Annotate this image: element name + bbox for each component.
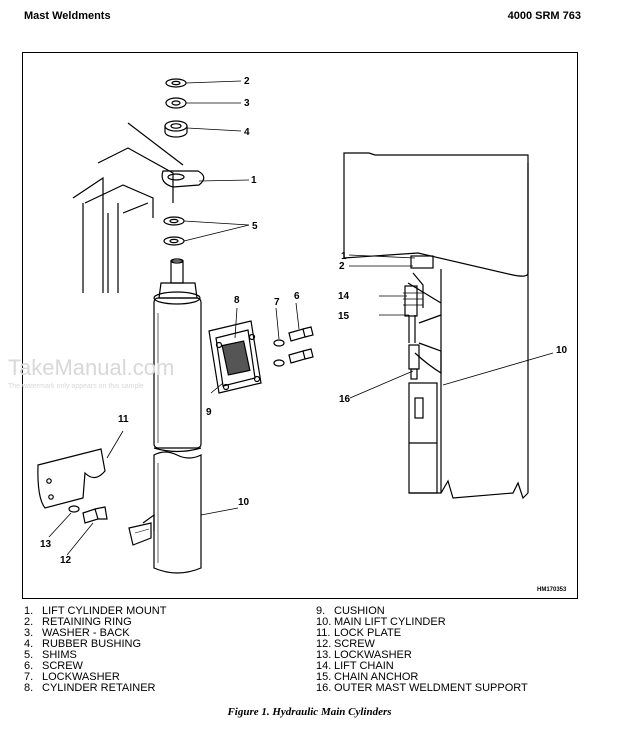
legend-number: 2.	[24, 616, 34, 628]
exploded-view-drawing: 2 3 4 1 5 8 7 6 9 11 10 13 12 1 2 14 15 …	[37, 76, 568, 593]
svg-text:1: 1	[251, 175, 257, 186]
legend-row: 15.CHAIN ANCHOR	[316, 672, 528, 683]
legend-row: 7. LOCKWASHER	[24, 672, 166, 683]
legend-label: WASHER - BACK	[42, 627, 130, 639]
legend-row: 6. SCREW	[24, 661, 166, 672]
legend-label: LIFT CYLINDER MOUNT	[42, 605, 167, 617]
legend-label: MAIN LIFT CYLINDER	[334, 616, 446, 628]
svg-text:3: 3	[244, 98, 250, 109]
legend-row: 14.LIFT CHAIN	[316, 661, 528, 672]
svg-text:2: 2	[339, 261, 345, 272]
legend-number: 10.	[316, 616, 332, 628]
legend-number: 9.	[316, 605, 326, 617]
svg-text:10: 10	[556, 345, 568, 356]
svg-text:9: 9	[206, 407, 212, 418]
legend-label: RUBBER BUSHING	[42, 638, 142, 650]
legend-row: 3. WASHER - BACK	[24, 628, 166, 639]
watermark-note: The watermark only appears on this sampl…	[8, 383, 144, 390]
legend-row: 12.SCREW	[316, 639, 528, 650]
legend-label: SCREW	[334, 638, 375, 650]
svg-text:15: 15	[338, 311, 350, 322]
legend-label: OUTER MAST WELDMENT SUPPORT	[334, 682, 528, 694]
watermark: TakeManual.com The watermark only appear…	[8, 355, 174, 390]
legend-number: 4.	[24, 638, 34, 650]
legend-number: 1.	[24, 605, 34, 617]
svg-text:1: 1	[341, 251, 347, 262]
legend-row: 16.OUTER MAST WELDMENT SUPPORT	[316, 683, 528, 694]
legend-row: 1. LIFT CYLINDER MOUNT	[24, 606, 166, 617]
legend-label: CUSHION	[334, 605, 385, 617]
svg-text:12: 12	[60, 555, 72, 566]
svg-text:13: 13	[40, 539, 52, 550]
legend-label: LIFT CHAIN	[334, 660, 394, 672]
parts-legend-column-1: 1. LIFT CYLINDER MOUNT 2. RETAINING RING 3…	[24, 606, 166, 694]
legend-label: SCREW	[42, 660, 83, 672]
legend-number: 11.	[316, 627, 331, 639]
legend-number: 8.	[24, 682, 34, 694]
legend-label: LOCKWASHER	[334, 649, 412, 661]
legend-number: 16.	[316, 682, 332, 694]
legend-row: 5. SHIMS	[24, 650, 166, 661]
legend-row: 8. CYLINDER RETAINER	[24, 683, 166, 694]
svg-text:7: 7	[274, 297, 280, 308]
svg-text:HM170353: HM170353	[537, 587, 567, 593]
legend-number: 12.	[316, 638, 332, 650]
watermark-brand: TakeManual.com	[8, 355, 175, 380]
legend-number: 14.	[316, 660, 332, 672]
figure-caption: Figure 1. Hydraulic Main Cylinders	[227, 706, 392, 718]
legend-number: 13.	[316, 649, 332, 661]
legend-number: 15.	[316, 671, 332, 683]
svg-text:4: 4	[244, 127, 250, 138]
section-title: Mast Weldments	[24, 10, 111, 22]
legend-number: 5.	[24, 649, 34, 661]
legend-label: LOCK PLATE	[334, 627, 402, 639]
legend-row: 2. RETAINING RING	[24, 617, 166, 628]
svg-text:10: 10	[238, 497, 250, 508]
legend-number: 7.	[24, 671, 34, 683]
legend-label: CYLINDER RETAINER	[42, 682, 156, 694]
figure-frame: 2 3 4 1 5 8 7 6 9 11 10 13 12 1 2 14 15 …	[22, 52, 578, 599]
legend-label: SHIMS	[42, 649, 77, 661]
legend-number: 3.	[24, 627, 34, 639]
svg-text:8: 8	[234, 295, 240, 306]
parts-legend-column-2: 9. CUSHION 10.MAIN LIFT CYLINDER 11.LOCK …	[316, 606, 528, 694]
svg-text:16: 16	[339, 394, 351, 405]
legend-number: 6.	[24, 660, 34, 672]
legend-label: LOCKWASHER	[42, 671, 120, 683]
legend-row: 11.LOCK PLATE	[316, 628, 528, 639]
legend-label: CHAIN ANCHOR	[334, 671, 419, 683]
svg-text:11: 11	[118, 414, 129, 425]
legend-row: 9. CUSHION	[316, 606, 528, 617]
legend-label: RETAINING RING	[42, 616, 132, 628]
svg-text:5: 5	[252, 221, 258, 232]
legend-row: 13.LOCKWASHER	[316, 650, 528, 661]
document-code: 4000 SRM 763	[507, 10, 581, 22]
svg-text:6: 6	[294, 291, 300, 302]
legend-row: 4. RUBBER BUSHING	[24, 639, 166, 650]
legend-row: 10.MAIN LIFT CYLINDER	[316, 617, 528, 628]
svg-text:14: 14	[338, 291, 350, 302]
svg-text:2: 2	[244, 76, 250, 87]
